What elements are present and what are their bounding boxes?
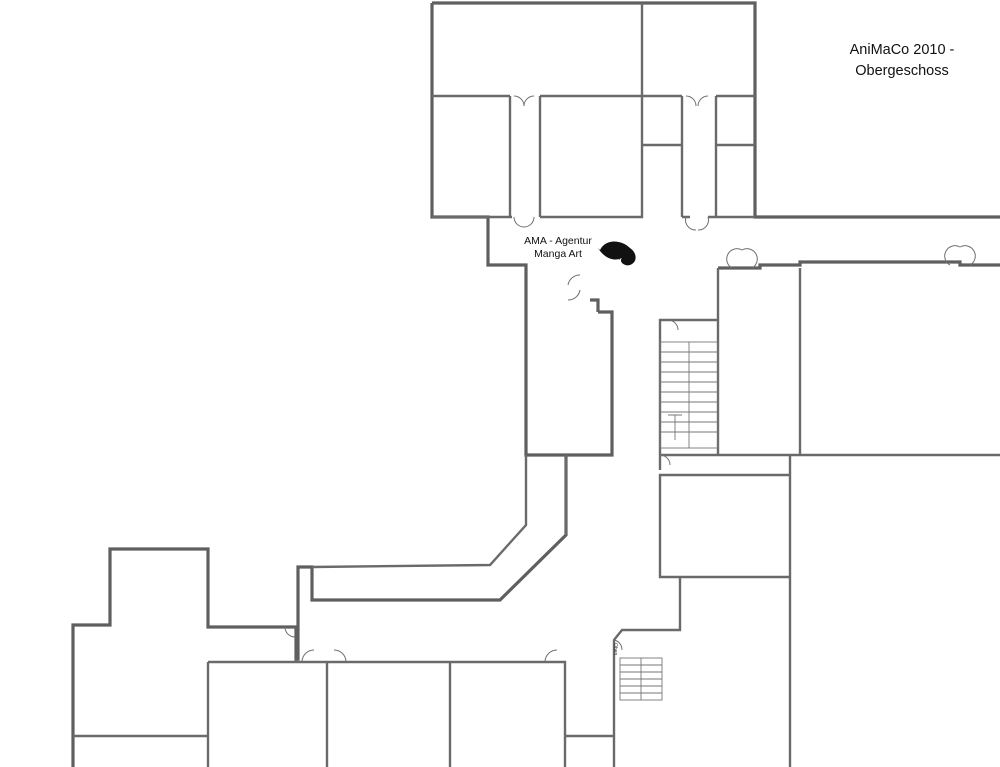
stair-note: Oben	[612, 643, 618, 656]
map-title: AniMaCo 2010 - Obergeschoss	[812, 40, 992, 82]
doors	[284, 95, 976, 663]
booth-label: AMA - Agentur Manga Art	[503, 235, 613, 261]
south-staircase	[619, 657, 663, 701]
east-rooms	[612, 268, 1000, 767]
main-staircase	[659, 341, 719, 449]
building-outline	[71, 1, 1000, 767]
corridor-walls	[73, 455, 614, 767]
map-title-line1: AniMaCo 2010 -	[849, 42, 955, 58]
booth-label-line2: Manga Art	[534, 248, 582, 260]
north-block-rooms	[432, 3, 755, 219]
map-title-line2: Obergeschoss	[855, 63, 949, 79]
booth-label-line1: AMA - Agentur	[524, 235, 592, 247]
feather-quill-icon	[598, 241, 636, 266]
